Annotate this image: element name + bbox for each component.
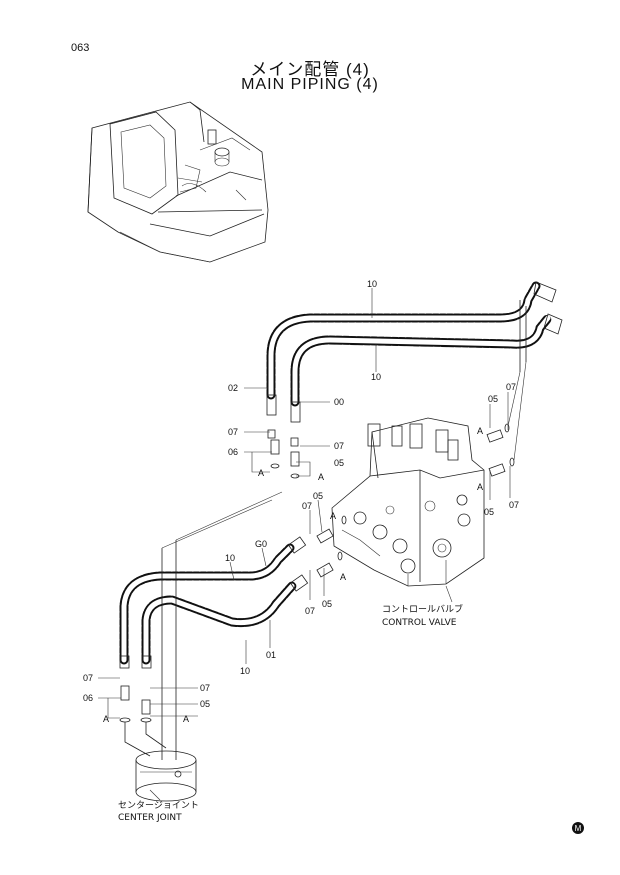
- part-label-05: 05: [322, 599, 332, 609]
- marker-a: A: [318, 472, 324, 482]
- part-label-06: 06: [228, 447, 238, 457]
- callouts: コントロールバルブ CONTROL VALVE センタージョイント CENTER…: [118, 603, 463, 823]
- marker-a: A: [340, 572, 346, 582]
- part-label-10: 10: [367, 279, 377, 289]
- part-label-10: 10: [225, 553, 235, 563]
- leader-lines: [98, 288, 511, 801]
- marker-a: A: [477, 426, 483, 436]
- page-number: 063: [71, 42, 90, 54]
- part-label-10: 10: [240, 666, 250, 676]
- part-label-05: 05: [200, 699, 210, 709]
- part-label-00: 00: [334, 397, 344, 407]
- lower-left-fittings: [119, 655, 152, 723]
- right-fittings: [316, 361, 527, 578]
- marker-a: A: [477, 482, 483, 492]
- lower-hoses: [119, 536, 309, 665]
- control-valve-label-jp: コントロールバルブ: [382, 603, 463, 615]
- part-label-07: 07: [506, 382, 516, 392]
- part-label-07: 07: [200, 683, 210, 693]
- part-label-06: 06: [83, 693, 93, 703]
- upper-left-fittings: [266, 394, 301, 479]
- part-label-07: 07: [509, 500, 519, 510]
- marker-a: A: [258, 468, 264, 478]
- center-joint-label-en: CENTER JOINT: [118, 813, 182, 823]
- part-label-07: 07: [334, 441, 344, 451]
- part-label-02: 02: [228, 383, 238, 393]
- center-joint-icon: [124, 491, 283, 802]
- marker-a: A: [330, 511, 336, 521]
- marker-a: A: [183, 714, 189, 724]
- corner-mark-letter: M: [575, 824, 582, 833]
- part-label-01: 01: [266, 650, 276, 660]
- page-title-en: MAIN PIPING (4): [241, 76, 379, 93]
- part-label-G0: G0: [255, 539, 267, 549]
- part-label-07: 07: [228, 427, 238, 437]
- part-label-07: 07: [305, 606, 315, 616]
- part-label-05: 05: [313, 491, 323, 501]
- page-title-jp: メイン配管 (4): [250, 60, 370, 79]
- center-joint-label-jp: センタージョイント: [118, 800, 199, 811]
- part-label-07: 07: [83, 673, 93, 683]
- part-label-10: 10: [371, 372, 381, 382]
- control-valve-label-en: CONTROL VALVE: [382, 618, 457, 628]
- part-labels: 10 10 02 00 07 07 06 05 07 05 05 07 07 0…: [83, 279, 519, 709]
- upper-hoses: [266, 281, 563, 407]
- part-label-07: 07: [302, 501, 312, 511]
- marker-a: A: [103, 714, 109, 724]
- control-valve-icon: [331, 417, 485, 587]
- excavator-cab-icon: [87, 101, 269, 263]
- corner-mark: M: [572, 822, 584, 834]
- part-label-05: 05: [334, 458, 344, 468]
- connection-markers: A A A A A A A A: [103, 426, 483, 724]
- part-label-05: 05: [488, 394, 498, 404]
- part-label-05: 05: [484, 507, 494, 517]
